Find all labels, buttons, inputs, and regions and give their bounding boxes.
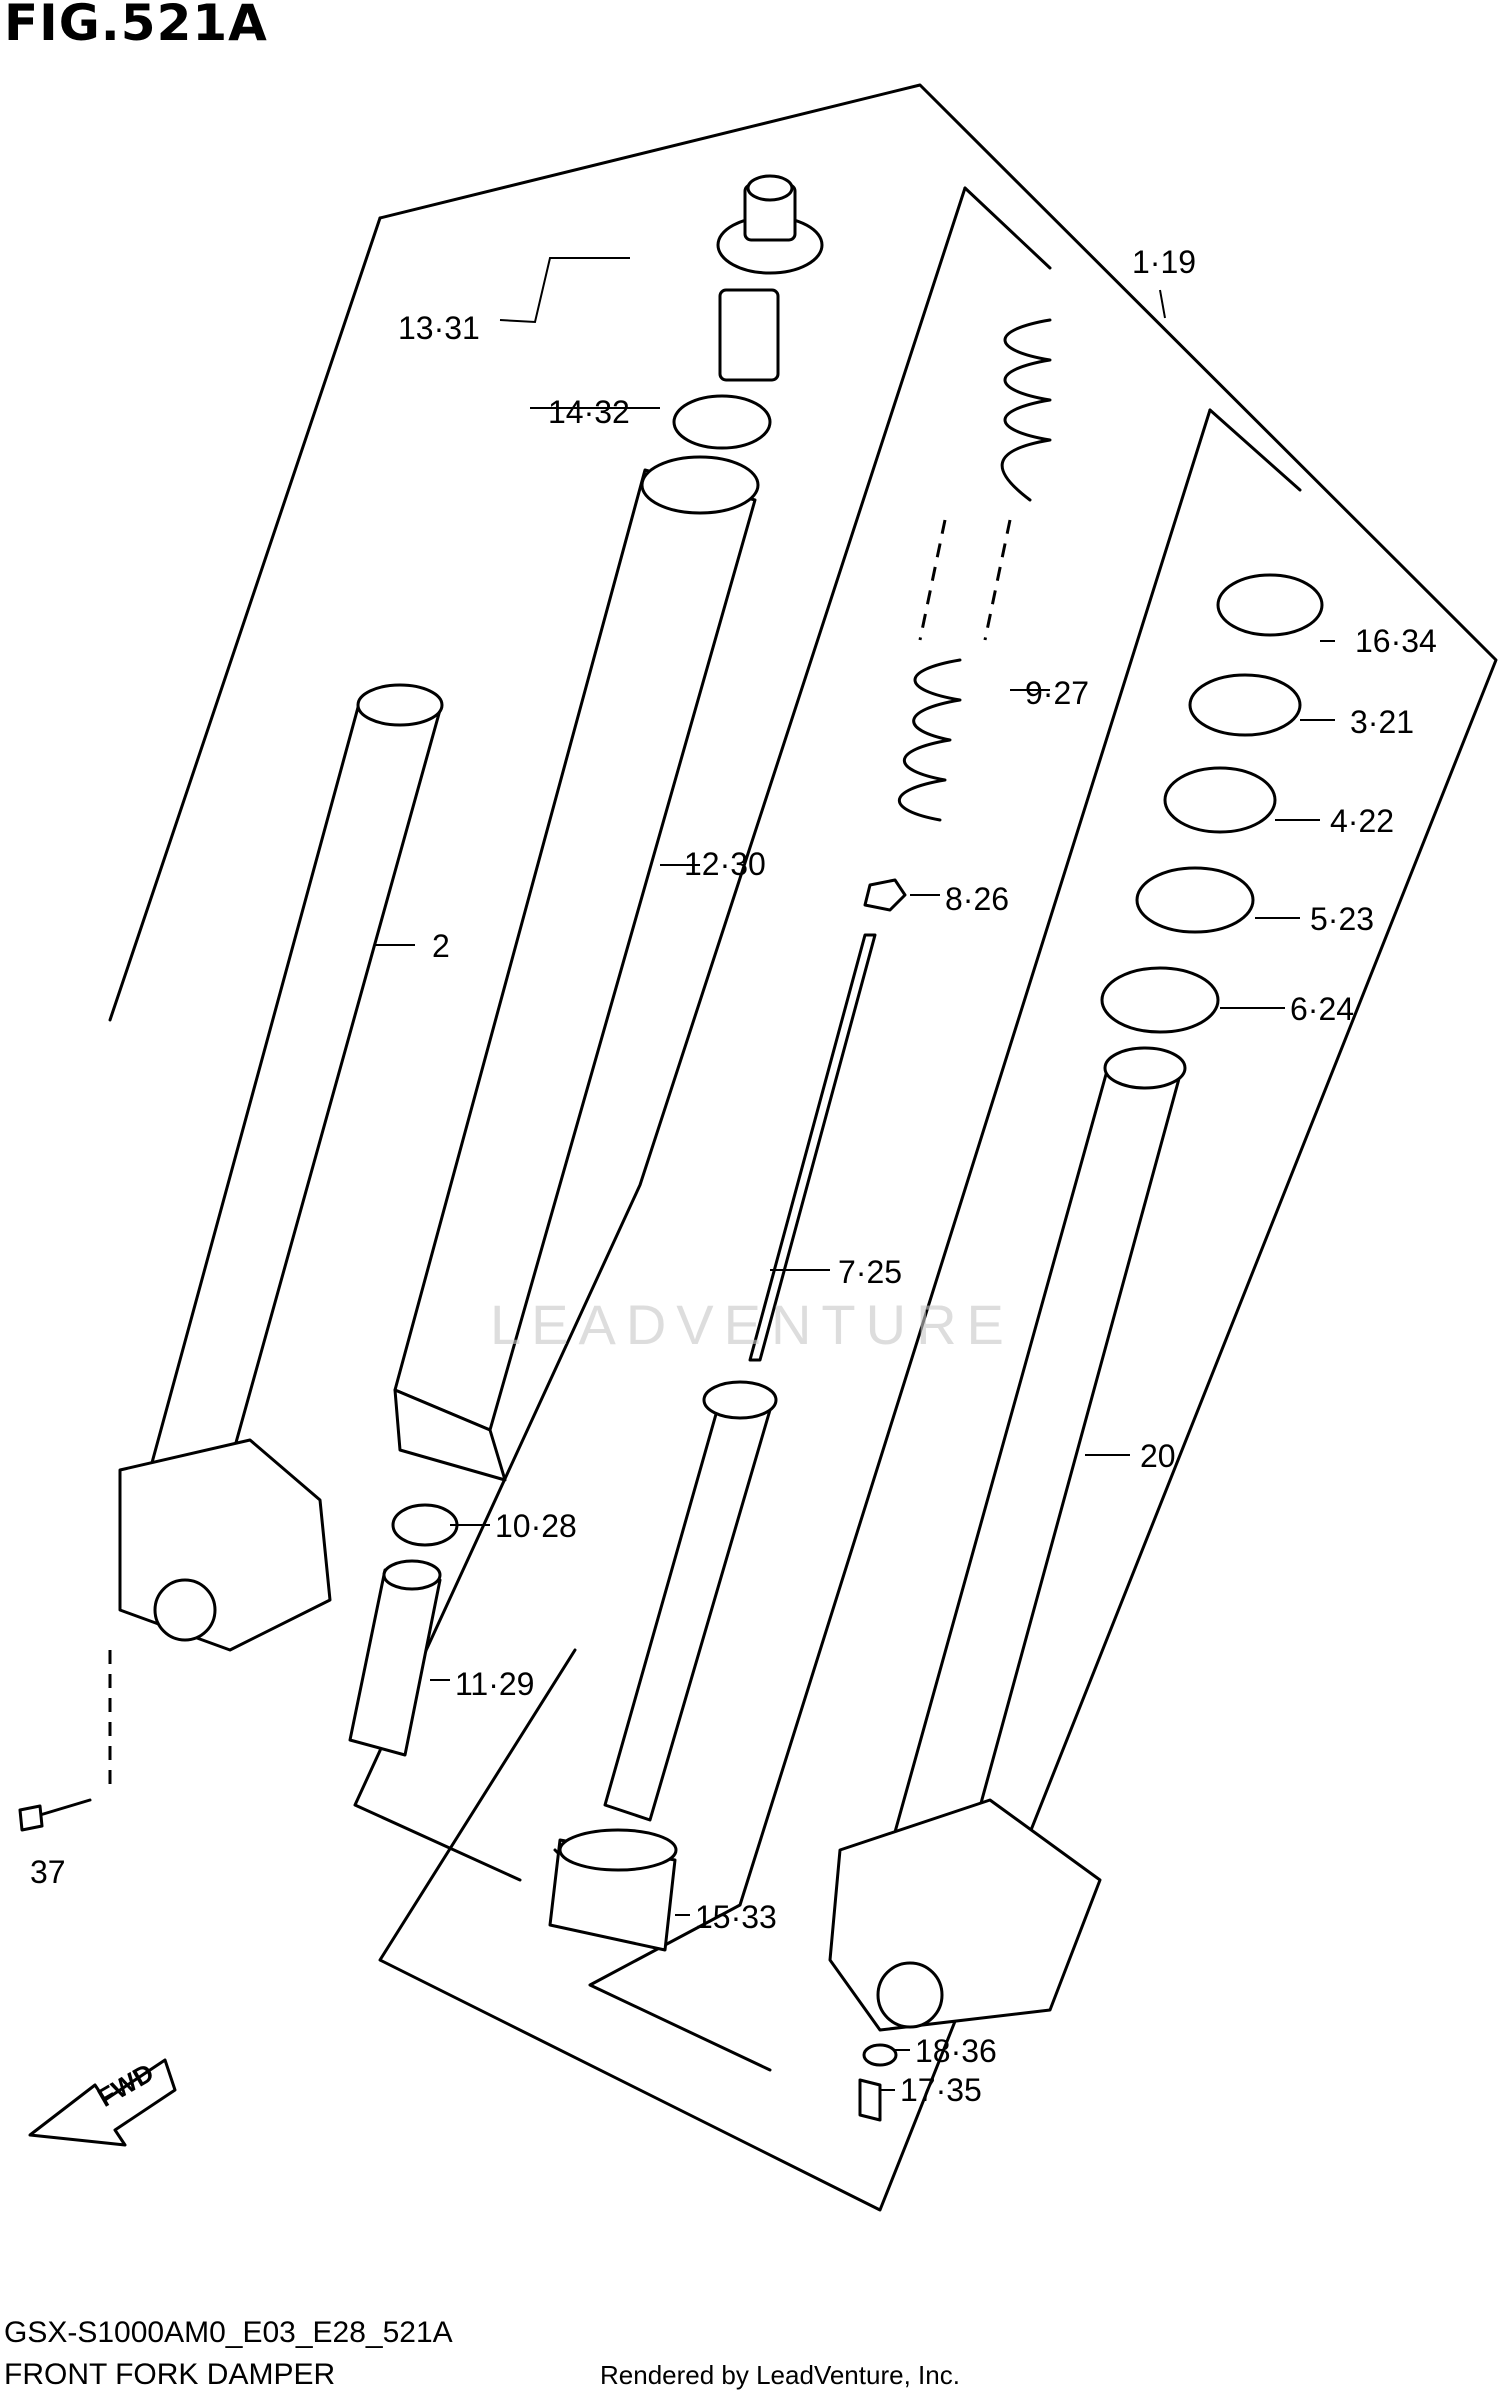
callout-2: 2 xyxy=(432,928,450,964)
damper-group-outline-left xyxy=(353,186,967,1882)
callout-6: 6·24 xyxy=(1290,991,1355,1027)
callout-5: 5·23 xyxy=(1310,901,1375,937)
callout-7: 7·25 xyxy=(838,1254,903,1290)
oil-lock-piece xyxy=(348,1559,442,1757)
fork-cap xyxy=(716,174,824,382)
rendered-by: Rendered by LeadVenture, Inc. xyxy=(600,2360,960,2390)
callout-15: 15·33 xyxy=(695,1899,777,1935)
leader-lines xyxy=(375,257,1335,2091)
damper-rod xyxy=(603,933,877,1822)
damper-group-outline xyxy=(963,186,1052,270)
model-code: GSX-S1000AM0_E03_E28_521A xyxy=(4,2316,453,2349)
inner-tube-left xyxy=(118,683,444,1652)
callout-13: 13·31 xyxy=(398,310,480,346)
assembly-outline xyxy=(378,83,1498,2212)
gasket-washer xyxy=(862,2043,898,2067)
guide-bushing xyxy=(548,1828,678,1952)
callout-20: 20 xyxy=(1140,1438,1176,1474)
seal-group-outline xyxy=(1208,408,1302,492)
watermark: LEADVENTURE xyxy=(490,1293,1014,1356)
figure-title: FIG.521A xyxy=(4,0,268,52)
callout-14: 14·32 xyxy=(548,394,630,430)
callout-9: 9·27 xyxy=(1025,675,1090,711)
axle-holder-bolt xyxy=(18,1650,112,1832)
callout-8: 8·26 xyxy=(945,881,1010,917)
lock-nut xyxy=(863,878,907,912)
callout-37: 37 xyxy=(30,1854,66,1890)
assembly-outline-left xyxy=(108,216,382,1022)
o-ring xyxy=(672,394,772,450)
callout-12: 12·30 xyxy=(684,846,766,882)
fwd-arrow-icon xyxy=(28,2058,177,2147)
callout-18: 18·36 xyxy=(915,2033,997,2069)
oil-lock-piece-ring xyxy=(391,1503,459,1547)
inner-tube-right xyxy=(828,1046,1187,2032)
callout-3: 3·21 xyxy=(1350,704,1415,740)
outer-tube xyxy=(393,455,760,1482)
callout-11: 11·29 xyxy=(455,1666,535,1702)
callout-17: 17·35 xyxy=(900,2072,982,2108)
callout-1: 1·19 xyxy=(1132,244,1197,280)
callout-4: 4·22 xyxy=(1330,803,1395,839)
fork-spring xyxy=(897,318,1052,822)
dust-seal-stack xyxy=(1100,573,1324,1034)
figure-name: FRONT FORK DAMPER xyxy=(4,2358,336,2391)
drain-bolt xyxy=(858,2078,882,2122)
callout-16: 16·34 xyxy=(1355,623,1437,659)
callout-10: 10·28 xyxy=(495,1508,577,1544)
